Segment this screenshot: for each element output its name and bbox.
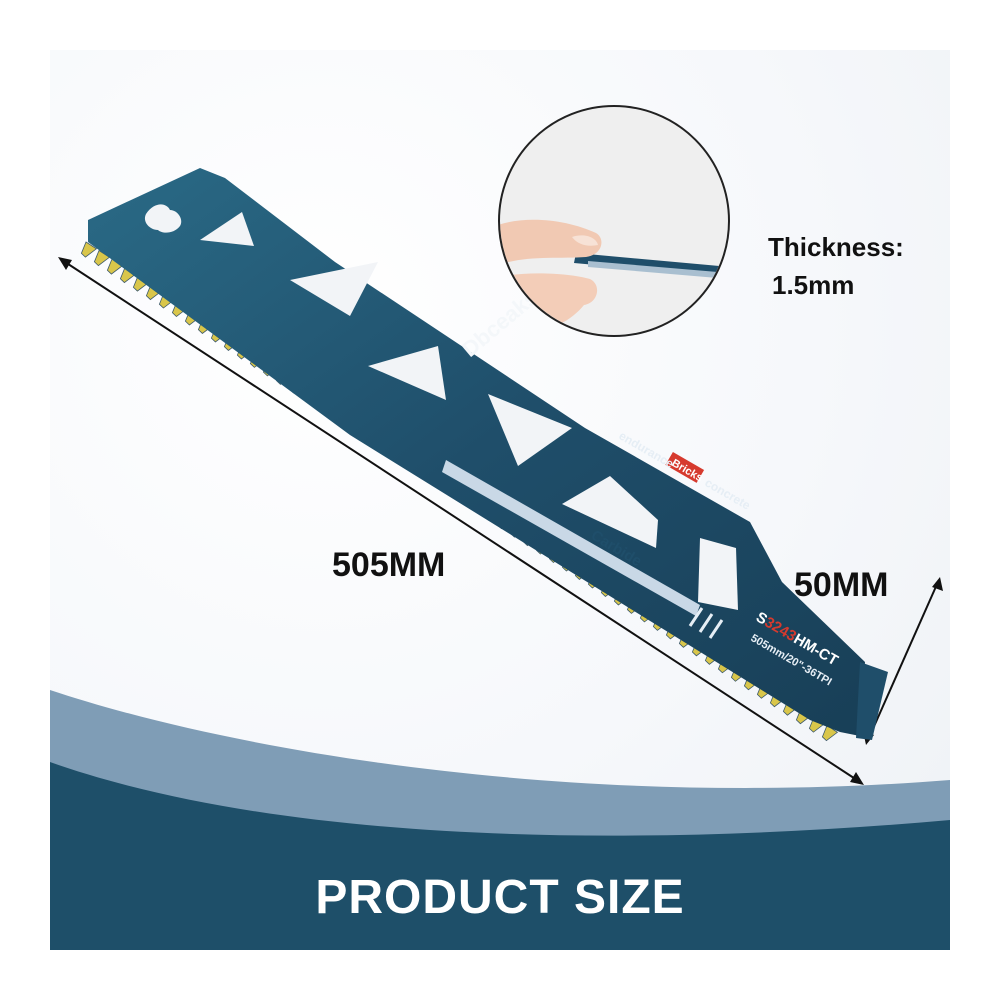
- banner-wave-dark: [50, 762, 950, 950]
- blade-body: [88, 168, 865, 736]
- product-image: Dbceaks endurance Bricks concrete Carbid…: [50, 50, 950, 950]
- product-scene: Dbceaks endurance Bricks concrete Carbid…: [50, 105, 950, 950]
- saw-tooth: [80, 241, 98, 258]
- saw-tooth: [821, 724, 839, 742]
- width-label: 50MM: [794, 566, 889, 604]
- blade-cutout-5: [562, 476, 658, 548]
- length-arrow: [58, 257, 864, 785]
- banner-title: PRODUCT SIZE: [315, 871, 685, 924]
- blade-cutout-1: [200, 212, 254, 246]
- inset-blade-face: [588, 261, 728, 279]
- thickness-value: 1.5mm: [772, 270, 855, 300]
- blade-tang: [856, 662, 888, 740]
- blade-cutout-3: [368, 346, 446, 400]
- blade-key-slot: [144, 204, 182, 233]
- blade-cutout-4: [488, 394, 572, 466]
- carbide-strip: [442, 460, 700, 616]
- bricks-tag-bg: [665, 451, 705, 483]
- thickness-inset: [498, 105, 730, 337]
- thickness-label: Thickness: 1.5mm: [768, 228, 928, 304]
- inset-thumb: [500, 219, 602, 265]
- inset-fingernail: [572, 235, 598, 246]
- length-label: 505MM: [332, 546, 446, 584]
- thickness-title: Thickness:: [768, 232, 904, 262]
- blade-cutout-2: [290, 262, 378, 316]
- blade-hatch-marks: [688, 607, 724, 639]
- blade-cutout-6: [698, 538, 738, 610]
